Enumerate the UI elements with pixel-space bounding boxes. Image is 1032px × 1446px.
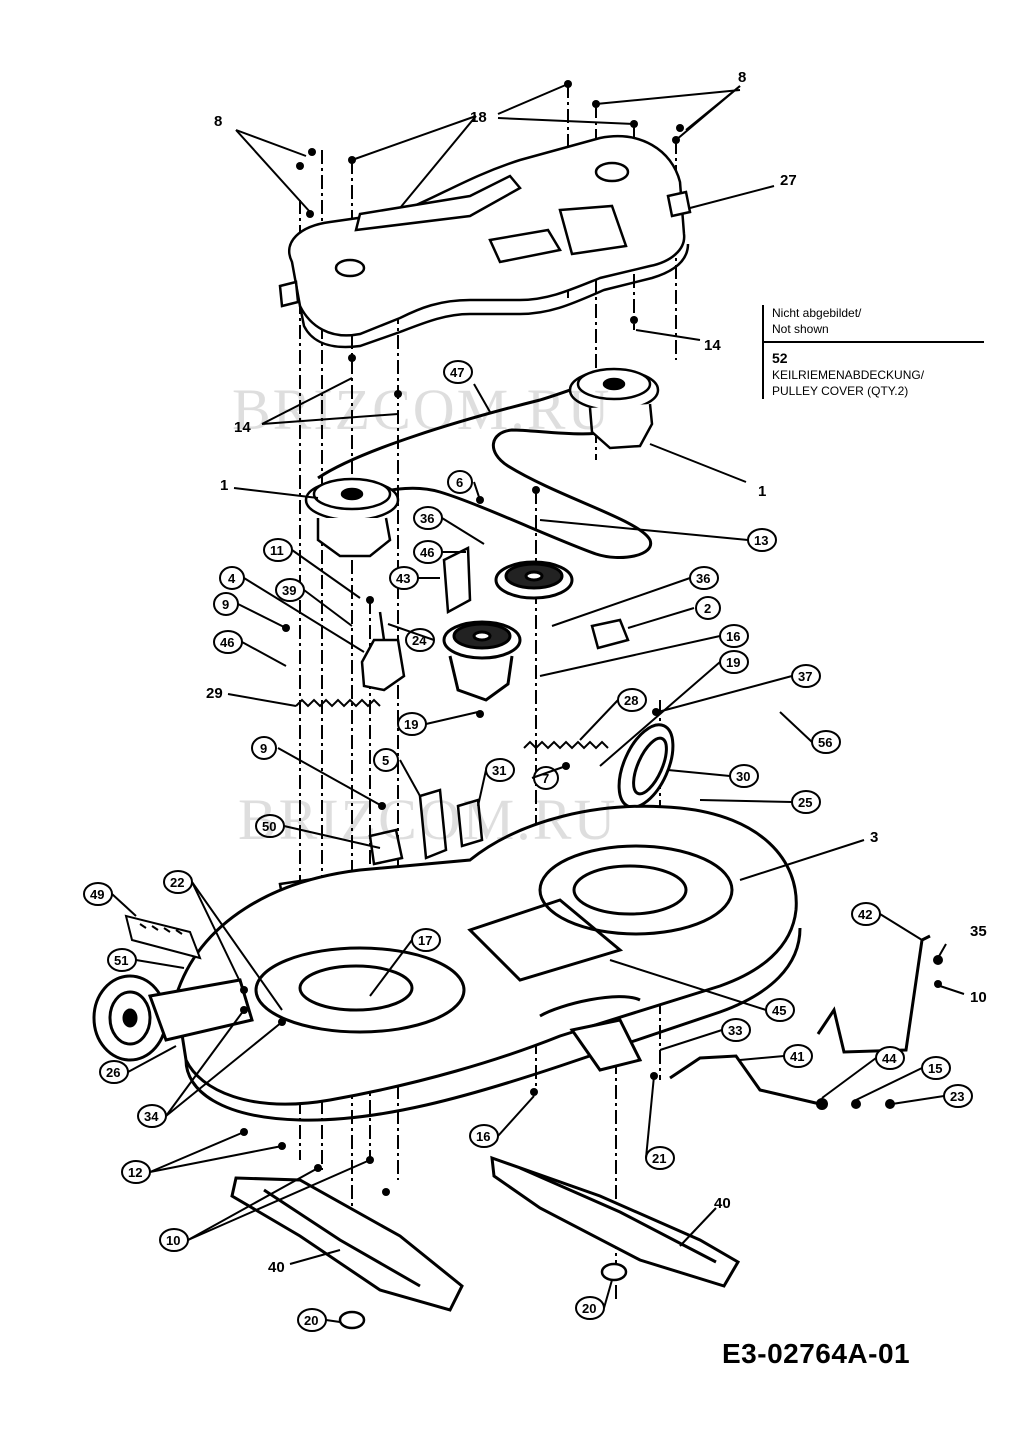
callout-50: 50 (262, 819, 276, 834)
callout-34: 34 (144, 1109, 159, 1124)
callout-36-right: 36 (696, 571, 710, 586)
callout-25: 25 (798, 795, 812, 810)
callout-26: 26 (106, 1065, 120, 1080)
lift-rods (669, 934, 931, 1106)
mower-blades (230, 1155, 741, 1312)
callout-36-top: 36 (420, 511, 434, 526)
mower-deck (174, 804, 802, 1122)
callout-56: 56 (818, 735, 832, 750)
callout-10-right: 10 (970, 989, 987, 1006)
callout-46-top: 46 (420, 545, 434, 560)
callout-45: 45 (772, 1003, 786, 1018)
callout-29: 29 (206, 685, 223, 702)
legend-line-de: Nicht abgebildet/ (772, 306, 862, 320)
callout-10-bottom: 10 (166, 1233, 180, 1248)
callout-18: 18 (470, 109, 487, 126)
legend-line-en: Not shown (772, 322, 829, 336)
diagram-code: E3-02764A-01 (722, 1338, 911, 1369)
callout-31: 31 (492, 763, 506, 778)
callout-8-right: 8 (738, 69, 746, 86)
legend-part-name-de: KEILRIEMENABDECKUNG/ (772, 368, 925, 382)
callout-43: 43 (396, 571, 410, 586)
idler-pulleys (442, 560, 574, 702)
callout-39: 39 (282, 583, 296, 598)
callout-40-left: 40 (268, 1259, 285, 1276)
discharge-shield (124, 914, 202, 960)
callout-47: 47 (450, 365, 464, 380)
callout-2: 2 (704, 601, 711, 616)
circled-callouts: 47 6 36 13 11 39 46 43 36 2 4 9 46 24 16… (83, 360, 973, 1332)
springs (295, 698, 609, 750)
leader-lines (227, 83, 965, 1265)
callout-16-bottom: 16 (476, 1129, 490, 1144)
callout-28: 28 (624, 693, 638, 708)
legend-part-name-en: PULLEY COVER (QTY.2) (772, 384, 909, 398)
watermark-top: BRIZCOM.RU (232, 377, 612, 442)
pulley-left (304, 477, 400, 558)
callout-22: 22 (170, 875, 184, 890)
callout-23: 23 (950, 1089, 964, 1104)
watermark-middle: BRIZCOM.RU (238, 787, 618, 852)
circled-leader-lines (111, 481, 945, 1323)
callout-3: 3 (870, 829, 878, 846)
callout-42: 42 (858, 907, 872, 922)
callout-20-left: 20 (304, 1313, 318, 1328)
callout-16-top: 16 (726, 629, 740, 644)
callout-1-right: 1 (758, 483, 766, 500)
callout-37: 37 (798, 669, 812, 684)
blade-nuts (338, 1262, 628, 1330)
callout-14-left: 14 (234, 419, 251, 436)
callout-19-right: 19 (726, 655, 740, 670)
legend-divider (764, 341, 984, 343)
drive-belt (317, 377, 653, 559)
callout-12: 12 (128, 1165, 142, 1180)
anti-scalp-wheel-right (617, 723, 675, 809)
callout-40-right: 40 (714, 1195, 731, 1212)
callout-35: 35 (970, 923, 987, 940)
callout-49: 49 (90, 887, 104, 902)
callout-51: 51 (114, 953, 128, 968)
callout-17: 17 (418, 933, 432, 948)
callout-9-mid: 9 (260, 741, 267, 756)
front-wheel-left (92, 974, 254, 1062)
callout-15: 15 (928, 1061, 942, 1076)
callout-19-left: 19 (404, 717, 418, 732)
callout-41: 41 (790, 1049, 804, 1064)
not-shown-legend: Nicht abgebildet/ Not shown 52 KEILRIEME… (762, 305, 984, 399)
callout-27: 27 (780, 172, 797, 189)
callout-7: 7 (542, 771, 549, 786)
callout-21: 21 (652, 1151, 666, 1166)
callout-5: 5 (382, 753, 389, 768)
callout-13: 13 (754, 533, 768, 548)
belt-cover (278, 135, 692, 349)
callout-4: 4 (228, 571, 236, 586)
callout-20-right: 20 (582, 1301, 596, 1316)
callout-14-right: 14 (704, 337, 721, 354)
callout-6: 6 (456, 475, 463, 490)
callout-46-left: 46 (220, 635, 234, 650)
callout-44: 44 (882, 1051, 897, 1066)
legend-part-number: 52 (772, 350, 788, 366)
callout-11: 11 (270, 543, 284, 558)
callout-30: 30 (736, 769, 750, 784)
callout-9-top: 9 (222, 597, 229, 612)
callout-8-left: 8 (214, 113, 222, 130)
callout-33: 33 (728, 1023, 742, 1038)
plain-callouts: 8 8 18 27 14 14 1 1 29 3 35 10 40 40 (206, 69, 987, 1276)
callout-1-left: 1 (220, 477, 228, 494)
pulley-right (568, 367, 660, 450)
